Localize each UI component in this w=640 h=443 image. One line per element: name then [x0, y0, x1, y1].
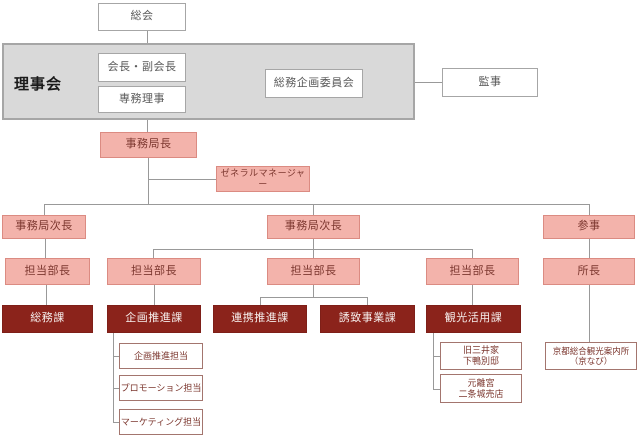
connector-drop-yuchi — [367, 297, 368, 305]
connector-kanko-sites-spine — [433, 333, 434, 389]
node-chair-vice-chair: 会長・副会長 — [98, 53, 186, 82]
connector-dm1-soumuka — [46, 285, 47, 305]
node-nijo-shop-line2: 二条城売店 — [458, 388, 504, 399]
connector-secgen-gm — [148, 179, 216, 180]
connector-distribution-div — [260, 297, 368, 298]
node-planning-promotion-div: 企画推進課 — [107, 305, 201, 333]
node-deputy-secretary-general-center: 事務局次長 — [267, 215, 360, 239]
node-dept-manager-1: 担当部長 — [5, 258, 90, 285]
connector-drop-dm2 — [153, 249, 154, 258]
node-deputy-secretary-general-left: 事務局次長 — [2, 215, 86, 239]
node-auditor: 監事 — [442, 68, 538, 97]
connector-stub-marketing-staff — [113, 422, 119, 423]
connector-drop-renkei — [260, 297, 261, 305]
connector-drop-deputy-center — [313, 204, 314, 215]
connector-secgen-down — [148, 158, 149, 204]
node-dept-manager-4: 担当部長 — [426, 258, 519, 285]
node-marketing-staff: マーケティング担当 — [119, 409, 203, 435]
connector-counselor-director — [589, 239, 590, 258]
node-dept-manager-2: 担当部長 — [107, 258, 201, 285]
connector-exec-secgen — [147, 113, 148, 132]
connector-stub-planning-staff — [113, 356, 119, 357]
node-kyonavi-line1: 京都総合観光案内所 — [552, 345, 630, 356]
node-collaboration-promotion-div: 連携推進課 — [213, 305, 307, 333]
node-planning-promotion-staff: 企画推進担当 — [119, 343, 203, 369]
connector-distribution-dm — [153, 249, 473, 250]
node-general-assembly: 総会 — [98, 3, 186, 31]
node-executive-director: 専務理事 — [98, 86, 186, 113]
connector-deputyleft-dm1 — [45, 239, 46, 258]
connector-stub-promotion-staff — [113, 388, 119, 389]
connector-board-auditor — [415, 82, 442, 83]
node-office-director: 所長 — [543, 258, 635, 285]
connector-assembly-board — [147, 31, 148, 43]
node-secretary-general: 事務局長 — [100, 132, 197, 158]
connector-stub-mitsui — [433, 356, 440, 357]
connector-dm3-down — [313, 285, 314, 297]
connector-kikaku-staff-spine — [113, 333, 114, 422]
connector-stub-nijo — [433, 389, 440, 390]
node-kyonavi-line2: （京なび） — [569, 356, 613, 366]
node-general-affairs-div: 総務課 — [2, 305, 93, 333]
connector-drop-dm4 — [472, 249, 473, 258]
node-nijo-shop-line1: 元離宮 — [467, 377, 495, 388]
node-mitsui-bettei-line1: 旧三井家 — [462, 345, 499, 356]
connector-deputycenter-dm3 — [313, 239, 314, 258]
connector-drop-counselor — [589, 204, 590, 215]
node-mitsui-bettei-line2: 下鴨別邸 — [462, 356, 499, 366]
connector-distribution-row2 — [44, 204, 589, 205]
node-promotion-staff: プロモーション担当 — [119, 375, 203, 401]
connector-dm4-kanko — [472, 285, 473, 305]
node-attraction-business-div: 誘致事業課 — [320, 305, 415, 333]
board-label: 理事会 — [14, 76, 63, 93]
connector-director-kyonavi — [589, 285, 590, 342]
node-general-affairs-planning-committee: 総務企画委員会 — [265, 69, 363, 98]
node-kyonavi: 京都総合観光案内所 （京なび） — [545, 342, 637, 370]
node-general-manager: ゼネラルマネージャー — [216, 166, 310, 192]
node-dept-manager-3: 担当部長 — [267, 258, 360, 285]
node-counselor: 参事 — [543, 215, 635, 239]
node-tourism-utilization-div: 観光活用課 — [426, 305, 521, 333]
node-mitsui-bettei: 旧三井家 下鴨別邸 — [440, 342, 522, 370]
connector-drop-deputy-left — [44, 204, 45, 215]
node-nijo-shop: 元離宮 二条城売店 — [440, 374, 522, 403]
connector-dm2-kikaku — [154, 285, 155, 305]
